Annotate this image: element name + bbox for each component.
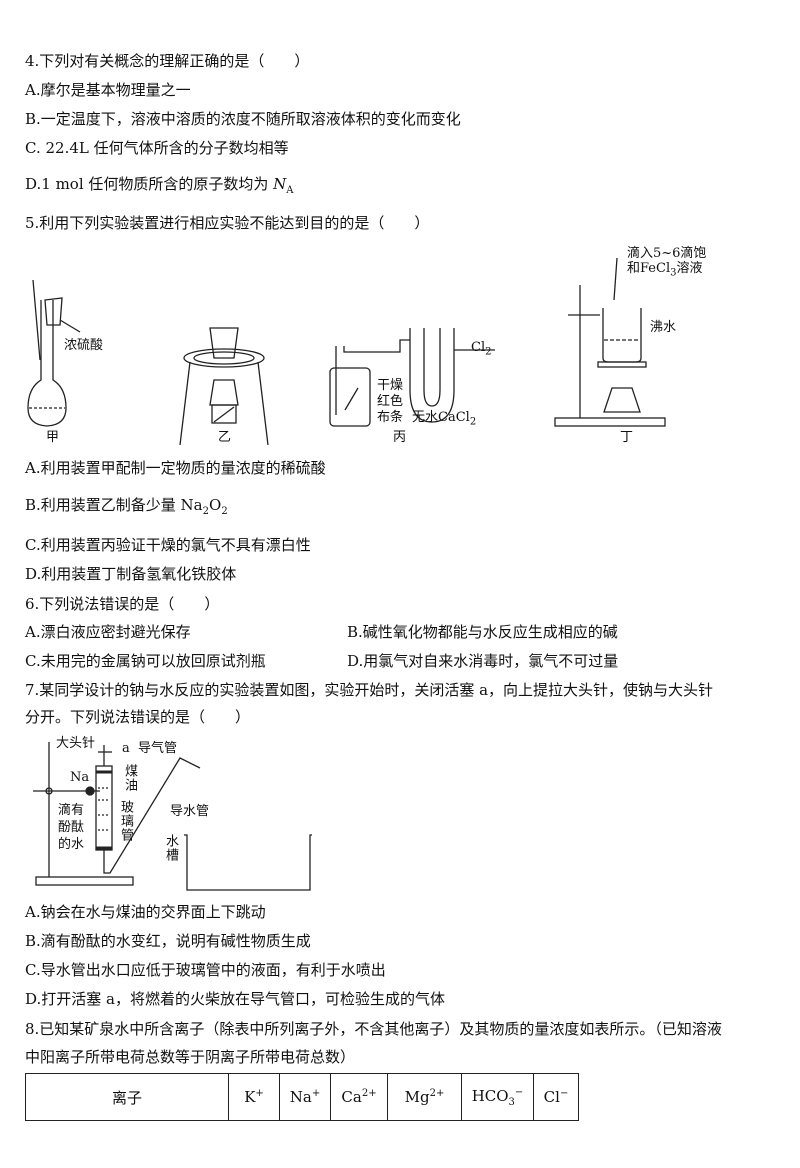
q7-option-d: D.打开活塞 a，将燃着的火柴放在导气管口，可检验生成的气体 bbox=[25, 990, 445, 1008]
q6-option-d: D.用氯气对自来水消毒时，氯气不可过量 bbox=[347, 652, 619, 670]
sodium-water-apparatus-drawing bbox=[33, 742, 312, 891]
question-4-stem: 4.下列对有关概念的理解正确的是（ ） bbox=[25, 52, 310, 70]
label-water-trough: 水槽 bbox=[163, 834, 178, 862]
label-valve-a: a bbox=[122, 741, 130, 756]
label-phenolphthalein-water: 滴有酚酞的水 bbox=[58, 803, 85, 852]
ion-cell: Mg2+ bbox=[387, 1073, 462, 1121]
q4-option-b: B.一定温度下，溶液中溶质的浓度不随所取溶液体积的变化而变化 bbox=[25, 110, 461, 128]
label-pin: 大头针 bbox=[56, 736, 96, 751]
crucible-tripod-drawing bbox=[179, 327, 269, 446]
question-8-stem-line1: 8.已知某矿泉水中所含离子（除表中所列离子外，不含其他离子）及其物质的量浓度如表… bbox=[25, 1020, 722, 1038]
q7-option-b: B.滴有酚酞的水变红，说明有碱性物质生成 bbox=[25, 932, 311, 950]
ion-cell: Ca2+ bbox=[330, 1073, 388, 1121]
caption-yi: 乙 bbox=[218, 430, 232, 445]
q7-apparatus-figure: 大头针 a 导气管 Na 煤油 玻璃管 滴有酚酞的水 导水管 水槽 bbox=[0, 730, 400, 900]
avogadro-subscript: A bbox=[286, 185, 294, 196]
table-header-ion: 离子 bbox=[25, 1073, 229, 1121]
q4-option-c: C. 22.4L 任何气体所含的分子数均相等 bbox=[25, 139, 289, 157]
label-dry-red-cloth: 干燥红色布条 bbox=[377, 378, 404, 425]
label-gas-tube: 导气管 bbox=[138, 741, 178, 756]
volumetric-flask-drawing bbox=[27, 279, 81, 427]
question-7-stem-line2: 分开。下列说法错误的是（ ） bbox=[25, 708, 251, 726]
ion-cell: HCO3− bbox=[461, 1073, 534, 1121]
q5-apparatus-figure: 浓硫酸 Cl2 干燥红色布条 无水CaCl2 滴入5~6滴饱和FeCl3溶液 沸… bbox=[0, 240, 800, 455]
ring-stand-beaker-drawing bbox=[554, 257, 666, 427]
label-na: Na bbox=[70, 770, 90, 785]
q4-option-a: A.摩尔是基本物理量之一 bbox=[25, 81, 191, 99]
q5-option-c: C.利用装置丙验证干燥的氯气不具有漂白性 bbox=[25, 536, 311, 554]
q5-option-b: B.利用装置乙制备少量 Na2O2 bbox=[25, 496, 228, 517]
caption-ding: 丁 bbox=[620, 430, 634, 445]
label-glass-tube: 玻璃管 bbox=[118, 800, 133, 842]
ion-cell: Na+ bbox=[279, 1073, 331, 1121]
label-kerosene: 煤油 bbox=[122, 764, 137, 792]
label-conc-sulfuric-acid: 浓硫酸 bbox=[64, 338, 104, 353]
label-cl2: Cl2 bbox=[471, 340, 492, 358]
ion-concentration-table: 离子 K+ Na+ Ca2+ Mg2+ HCO3− Cl− bbox=[25, 1073, 579, 1121]
q6-option-a: A.漂白液应密封避光保存 bbox=[25, 623, 191, 641]
table-row: 离子 K+ Na+ Ca2+ Mg2+ HCO3− Cl− bbox=[25, 1073, 579, 1121]
apparatus-drawings bbox=[27, 257, 666, 446]
q7-option-a: A.钠会在水与煤油的交界面上下跳动 bbox=[25, 903, 266, 921]
q7-option-c: C.导水管出水口应低于玻璃管中的液面，有利于水喷出 bbox=[25, 961, 386, 979]
q4-option-d: D.1 mol 任何物质所含的原子数均为 NA bbox=[25, 174, 294, 201]
avogadro-symbol: N bbox=[273, 175, 287, 193]
label-anhydrous-cacl2: 无水CaCl2 bbox=[412, 410, 477, 428]
label-fecl3-drops: 滴入5~6滴饱和FeCl3溶液 bbox=[627, 246, 707, 279]
question-7-stem-line1: 7.某同学设计的钠与水反应的实验装置如图，实验开始时，关闭活塞 a，向上提拉大头… bbox=[25, 681, 714, 699]
ion-cell: Cl− bbox=[533, 1073, 579, 1121]
q5-option-d: D.利用装置丁制备氢氧化铁胶体 bbox=[25, 565, 237, 583]
u-tube-bottle-drawing bbox=[329, 328, 495, 427]
question-8-stem-line2: 中阳离子所带电荷总数等于阴离子所带电荷总数） bbox=[25, 1048, 356, 1066]
q5-option-a: A.利用装置甲配制一定物质的量浓度的稀硫酸 bbox=[25, 459, 326, 477]
question-5-stem: 5.利用下列实验装置进行相应实验不能达到目的的是（ ） bbox=[25, 214, 430, 232]
ion-cell: K+ bbox=[228, 1073, 280, 1121]
caption-jia: 甲 bbox=[46, 430, 60, 445]
q6-option-b: B.碱性氧化物都能与水反应生成相应的碱 bbox=[347, 623, 618, 641]
caption-bing: 丙 bbox=[393, 430, 407, 445]
label-boiling-water: 沸水 bbox=[650, 320, 677, 335]
q4-option-d-text: D.1 mol 任何物质所含的原子数均为 bbox=[25, 175, 274, 193]
q6-option-c: C.未用完的金属钠可以放回原试剂瓶 bbox=[25, 652, 266, 670]
label-water-tube: 导水管 bbox=[170, 804, 210, 819]
question-6-stem: 6.下列说法错误的是（ ） bbox=[25, 595, 220, 613]
